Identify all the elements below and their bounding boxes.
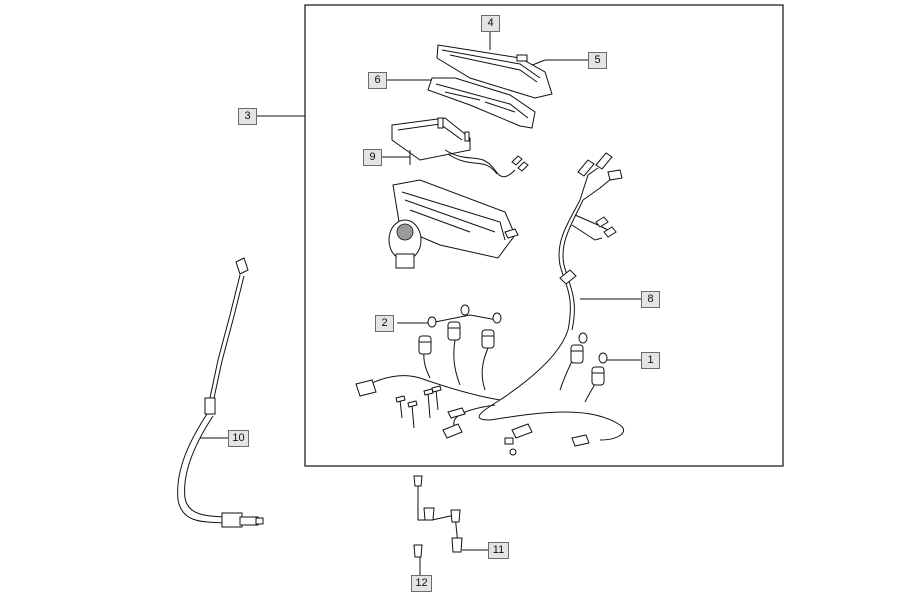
instrument-bezel [427,77,536,129]
bulbs [427,304,608,364]
callout-3[interactable]: 3 [238,108,257,125]
callout-9[interactable]: 9 [363,149,382,166]
speedometer-cable [177,257,264,528]
callout-2[interactable]: 2 [375,315,394,332]
callout-6[interactable]: 6 [368,72,387,89]
callout-4[interactable]: 4 [481,15,500,32]
leader-lines [200,31,641,575]
callout-8[interactable]: 8 [641,291,660,308]
bulb-sockets [418,321,605,386]
callout-11[interactable]: 11 [488,542,509,559]
mounting-bolts [413,475,463,558]
fasteners [395,385,533,456]
callout-10[interactable]: 10 [228,430,249,447]
callout-1[interactable]: 1 [641,352,660,369]
speedometer-mechanism [391,117,529,178]
instrument-housing [388,179,519,269]
assembly-frame [304,4,784,467]
callout-12[interactable]: 12 [411,575,432,592]
callout-5[interactable]: 5 [588,52,607,69]
wiring-harness [355,152,625,447]
instrument-lens [436,44,553,99]
